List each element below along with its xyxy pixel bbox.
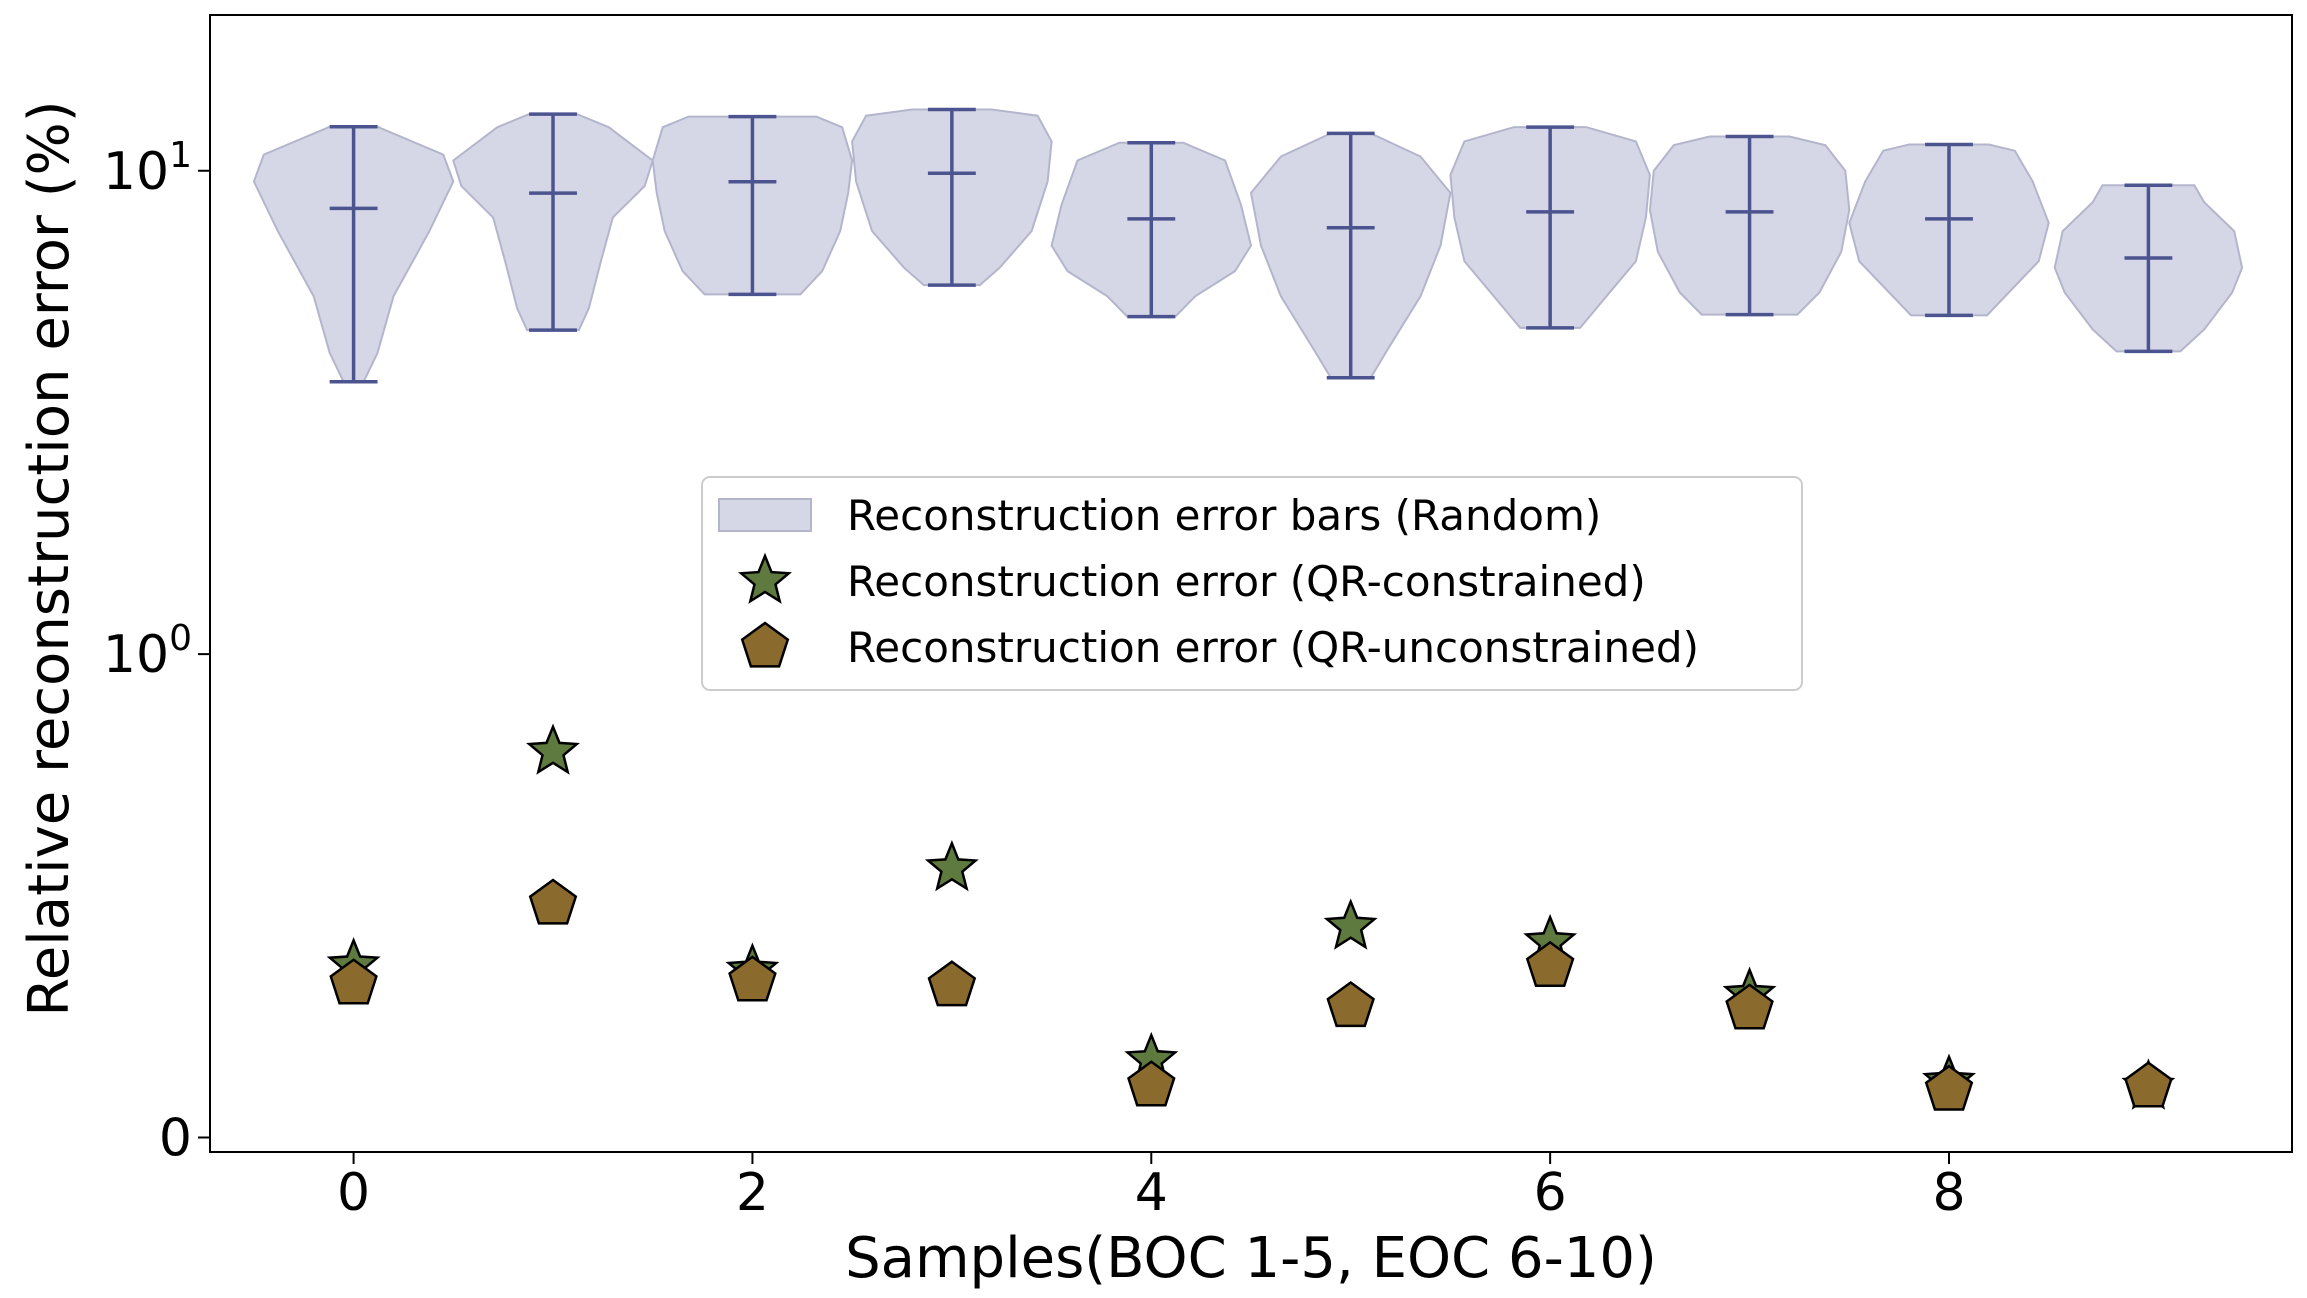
x-tick-label-8: 8 bbox=[1932, 1163, 1965, 1223]
pentagon-marker-4 bbox=[1127, 1060, 1176, 1107]
legend-frame bbox=[701, 476, 1803, 691]
pentagon-marker-5 bbox=[1326, 980, 1375, 1028]
x-tick-label-4: 4 bbox=[1135, 1163, 1168, 1223]
x-axis-title: Samples(BOC 1-5, EOC 6-10) bbox=[845, 1226, 1657, 1291]
x-tick-label-2: 2 bbox=[736, 1163, 769, 1223]
y-tick-label-10: 101 bbox=[103, 135, 192, 202]
y-tick-label-0: 0 bbox=[159, 1108, 192, 1168]
legend-swatch-violin bbox=[718, 498, 812, 532]
legend-label-2: Reconstruction error (QR-constrained) bbox=[847, 557, 1646, 606]
pentagon-marker-6 bbox=[1525, 940, 1575, 988]
y-axis-title: Relative reconstruction error (%) bbox=[17, 100, 82, 1016]
legend-label-1: Reconstruction error bars (Random) bbox=[847, 491, 1601, 540]
pentagon-marker-0 bbox=[329, 958, 378, 1005]
x-tick-label-0: 0 bbox=[337, 1163, 370, 1223]
y-tick-label-1: 100 bbox=[103, 618, 192, 685]
pentagon-marker-2 bbox=[728, 955, 777, 1002]
pentagon-marker-8 bbox=[1924, 1064, 1974, 1111]
pentagon-marker-3 bbox=[927, 960, 977, 1007]
legend-marker-star bbox=[738, 552, 792, 604]
pentagon-marker-1 bbox=[528, 878, 578, 925]
x-tick-label-6: 6 bbox=[1534, 1163, 1567, 1223]
pentagon-marker-9 bbox=[2124, 1061, 2173, 1108]
legend-label-3: Reconstruction error (QR-unconstrained) bbox=[847, 623, 1699, 672]
star-marker-3 bbox=[924, 839, 979, 892]
star-marker-5 bbox=[1323, 898, 1378, 950]
x-axis: 0 2 4 6 8 bbox=[337, 1152, 1966, 1223]
star-marker-1 bbox=[526, 723, 580, 775]
legend-marker-pentagon bbox=[740, 621, 790, 668]
marker-layer bbox=[326, 723, 2176, 1111]
plot-frame bbox=[209, 14, 2293, 1153]
pentagon-marker-7 bbox=[1725, 983, 1774, 1030]
y-axis: 0 100 101 bbox=[103, 135, 210, 1168]
legend: Reconstruction error bars (Random) Recons… bbox=[701, 476, 1803, 691]
violin-layer bbox=[252, 107, 2244, 384]
